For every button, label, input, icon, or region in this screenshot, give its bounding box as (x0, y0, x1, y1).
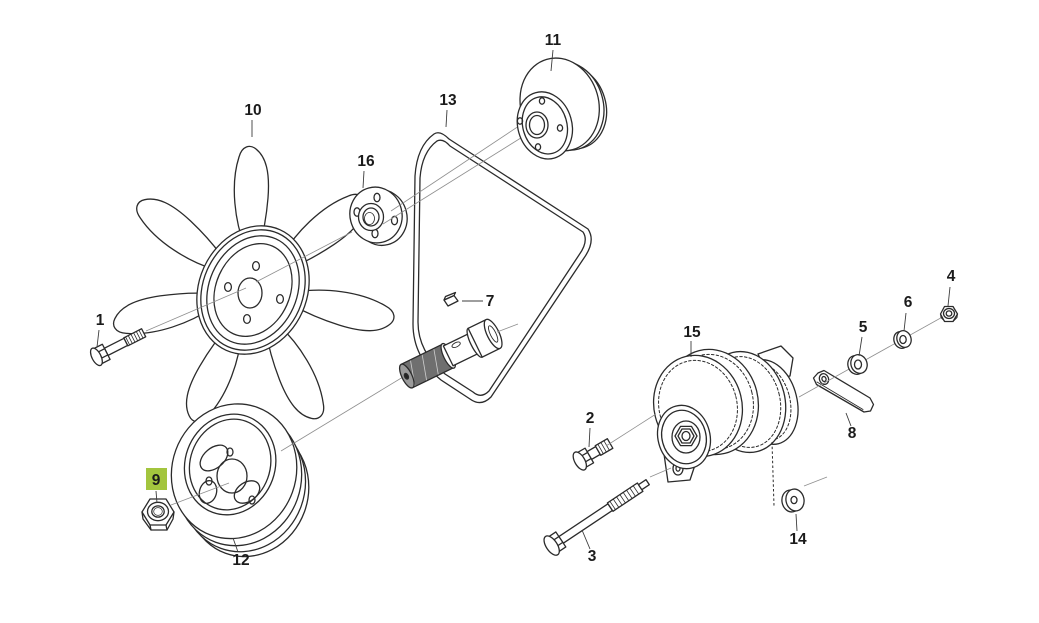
callout-10[interactable]: 10 (244, 102, 261, 119)
fan-bolt (89, 328, 147, 367)
axis-line-flange-to-pulley11-a (390, 119, 529, 212)
highlight-box-callout-9 (146, 468, 167, 490)
water-pump-pulley (516, 57, 608, 160)
callout-2[interactable]: 2 (586, 410, 595, 427)
cooling-fan (108, 145, 398, 429)
callout-8[interactable]: 8 (848, 425, 857, 442)
axis-line-pulley12-to-shaft (280, 376, 404, 452)
alternator-bolt-short (572, 438, 614, 471)
washer-14 (781, 488, 805, 513)
axis-line-bolt3 (649, 467, 672, 478)
callout-leaders (96, 49, 951, 553)
crankshaft-pulley (170, 403, 310, 558)
axis-line-fan-to-flange (255, 231, 353, 283)
axis-line-flange-to-pulley11-b (382, 130, 533, 225)
callout-4[interactable]: 4 (947, 268, 956, 285)
alternator-bolt-long (543, 479, 650, 556)
axis-line-bolt2 (605, 413, 657, 447)
axis-line-bracket-to-nut4 (798, 309, 956, 398)
callout-6[interactable]: 6 (904, 294, 913, 311)
callout-9-highlighted[interactable]: 9 (152, 472, 161, 489)
callout-labels: 1 2 3 4 5 6 7 8 9 10 11 12 13 14 15 16 (96, 32, 956, 569)
callout-11[interactable]: 11 (545, 32, 562, 49)
axis-line-nut9-to-pulley12 (170, 482, 230, 506)
callout-16[interactable]: 16 (357, 153, 375, 170)
fan-pulley-flange (349, 186, 408, 247)
callout-7[interactable]: 7 (486, 293, 495, 310)
shaft-key (443, 291, 459, 307)
fan-hub-bore (237, 277, 263, 309)
axis-line-washer14 (803, 476, 828, 487)
v-belt (412, 132, 592, 404)
washer-5 (847, 354, 868, 375)
callout-12[interactable]: 12 (232, 552, 249, 569)
fan-pulley-shaft (398, 318, 503, 389)
callout-13[interactable]: 13 (439, 92, 457, 109)
callout-14[interactable]: 14 (789, 531, 807, 548)
alternator-pulley (656, 404, 712, 470)
nut-4 (939, 305, 959, 323)
dashed-assembly-line (771, 441, 775, 507)
crankshaft-nut (141, 498, 175, 531)
adjusting-bracket (812, 369, 875, 413)
axis-line-shaft-end (496, 323, 519, 333)
washer-6 (893, 330, 912, 349)
callout-1[interactable]: 1 (96, 312, 105, 329)
alternator (652, 345, 799, 483)
callout-3[interactable]: 3 (588, 548, 597, 565)
axis-line-bolt1-to-fan (145, 287, 247, 332)
callout-5[interactable]: 5 (859, 319, 868, 336)
callout-15[interactable]: 15 (683, 324, 701, 341)
